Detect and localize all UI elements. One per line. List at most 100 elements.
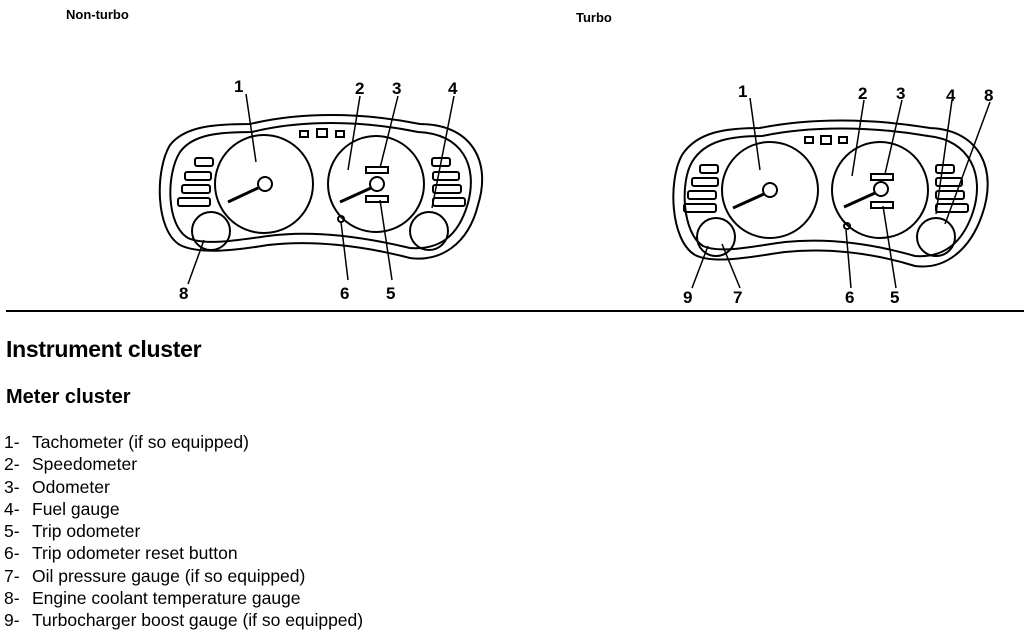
tachometer-hub [762,182,778,198]
non-turbo-housing-outer [158,114,484,260]
legend-text: Fuel gauge [32,498,120,519]
page-title: Instrument cluster [6,336,202,362]
turbo-callouts: 1 2 3 4 8 9 7 6 5 [683,82,993,307]
legend-item: 3- Odometer [4,476,363,498]
indicator-slot [683,203,717,213]
non-turbo-cluster [158,114,484,260]
speedometer-hub [369,176,385,192]
legend-number: 1- [4,432,20,452]
legend-text: Tachometer (if so equipped) [32,432,249,452]
warning-light [316,128,328,138]
legend-text: Oil pressure gauge (if so equipped) [32,565,306,586]
indicator-slot [935,177,963,187]
legend-number: 4- [4,498,20,519]
speedometer-dial [327,135,425,233]
turbo-housing-outer [672,119,989,268]
coolant-gauge-small [191,211,231,251]
legend-number: 2- [4,454,20,475]
callout-8: 8 [179,284,188,303]
legend-item: 5- Trip odometer [4,520,363,542]
indicator-slot [691,177,719,187]
indicator-slot [699,164,719,174]
turbo-housing-inner [683,127,978,258]
legend-item: 7- Oil pressure gauge (if so equipped) [4,565,363,587]
warning-light [335,130,345,138]
legend-text: Engine coolant temperature gauge [32,588,301,609]
legend-number: 8- [4,588,20,609]
trip-reset-button [843,222,851,230]
legend-number: 5- [4,521,20,542]
speedometer-needle [843,191,876,209]
legend-item: 8- Engine coolant temperature gauge [4,587,363,609]
legend-number: 7- [4,565,20,586]
indicator-slot [935,190,965,200]
tachometer-hub [257,176,273,192]
indicator-slot [432,171,460,181]
legend-number: 9- [4,610,20,631]
tachometer-needle [227,186,259,204]
warning-light [820,135,832,145]
tachometer-dial [214,134,314,234]
indicator-slot [184,171,212,181]
callout-2: 2 [858,84,867,103]
indicator-slot [177,197,211,207]
non-turbo-leader-lines [187,93,455,285]
callout-4: 4 [946,86,956,105]
legend-text: Trip odometer [32,521,141,542]
callout-1: 1 [234,77,243,96]
indicator-slot [194,157,214,167]
callout-3: 3 [896,84,905,103]
legend-item: 9- Turbocharger boost gauge (if so equipp… [4,609,363,631]
odometer-window [870,173,894,181]
callout-9: 9 [683,288,692,307]
section-divider [6,310,1024,312]
instrument-cluster-diagram: 1 2 3 4 8 6 5 1 2 3 4 8 9 7 6 5 [158,77,993,307]
callout-1: 1 [738,82,747,101]
warning-light [804,136,814,144]
callout-5: 5 [386,284,395,303]
turbo-cluster [672,119,989,268]
legend-item: 1- Tachometer (if so equipped) [4,431,363,453]
non-turbo-housing-inner [169,122,472,250]
legend-number: 6- [4,543,20,564]
warning-light [838,136,848,144]
speedometer-dial [831,141,929,239]
indicator-slot [935,164,955,174]
odometer-window [365,166,389,174]
callout-8: 8 [984,86,993,105]
non-turbo-callouts: 1 2 3 4 8 6 5 [179,77,458,303]
legend-text: Odometer [32,476,110,497]
indicator-slot [432,197,466,207]
legend-item: 6-Trip odometer reset button [4,542,363,564]
callout-2: 2 [355,79,364,98]
warning-light [299,130,309,138]
indicator-slot [687,190,717,200]
trip-reset-button [337,215,345,223]
speedometer-hub [873,181,889,197]
boost-gauge-small [696,217,736,257]
callout-5: 5 [890,288,899,307]
trip-odometer-window [870,201,894,209]
callout-6: 6 [340,284,349,303]
fuel-gauge-small [409,211,449,251]
turbo-leader-lines [691,97,991,289]
legend-text: Speedometer [32,454,138,475]
legend-item: 4- Fuel gauge [4,498,363,520]
legend-text: Turbocharger boost gauge (if so equipped… [32,610,364,631]
tachometer-needle [732,192,765,210]
tachometer-dial [721,141,819,239]
turbo-label: Turbo [576,10,612,25]
legend-list: 1- Tachometer (if so equipped) 2- Speedome… [4,431,363,632]
callout-6: 6 [845,288,854,307]
trip-odometer-window [365,195,389,203]
non-turbo-label: Non-turbo [66,7,129,22]
speedometer-needle [339,186,372,204]
callout-7: 7 [733,288,742,307]
callout-4: 4 [448,79,458,98]
indicator-slot [432,184,462,194]
legend-number: 3- [4,476,20,497]
coolant-gauge-small [916,217,956,257]
indicator-slot [181,184,211,194]
callout-3: 3 [392,79,401,98]
legend-item: 2- Speedometer [4,453,363,475]
